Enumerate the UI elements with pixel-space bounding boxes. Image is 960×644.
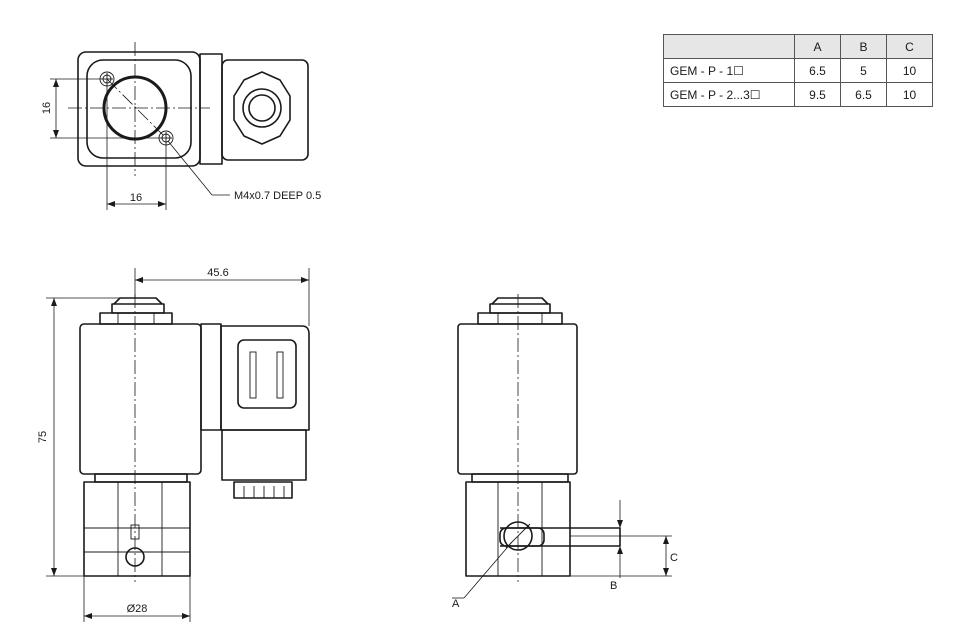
front-view <box>46 268 310 622</box>
cell-c: 10 <box>886 82 933 107</box>
top-view <box>50 42 309 210</box>
dim-top-horizontal: 16 <box>130 192 142 204</box>
cell-a: 9.5 <box>794 82 841 107</box>
side-view <box>452 294 672 599</box>
thread-note: M4x0.7 DEEP 0.5 <box>234 190 321 202</box>
dim-height: 75 <box>37 431 49 443</box>
cell-model: GEM - P - 1☐ <box>663 58 795 83</box>
label-b: B <box>610 580 617 592</box>
cell-b: 5 <box>840 58 887 83</box>
header-c: C <box>886 34 933 59</box>
spec-table-header: A B C <box>663 34 933 59</box>
label-c: C <box>670 552 678 564</box>
table-row: GEM - P - 1☐ 6.5 5 10 <box>663 58 933 83</box>
cell-a: 6.5 <box>794 58 841 83</box>
dim-top-vertical: 16 <box>41 102 53 114</box>
header-a: A <box>794 34 841 59</box>
dim-diameter: Ø28 <box>127 603 148 615</box>
cell-b: 6.5 <box>840 82 887 107</box>
label-a: A <box>452 598 460 610</box>
cell-c: 10 <box>886 58 933 83</box>
header-b: B <box>840 34 887 59</box>
header-model <box>663 34 795 59</box>
dim-width: 45.6 <box>207 267 228 279</box>
table-row: GEM - P - 2...3☐ 9.5 6.5 10 <box>663 82 933 107</box>
cell-model: GEM - P - 2...3☐ <box>663 82 795 107</box>
spec-table: A B C GEM - P - 1☐ 6.5 5 10 GEM - P - 2.… <box>663 34 933 107</box>
